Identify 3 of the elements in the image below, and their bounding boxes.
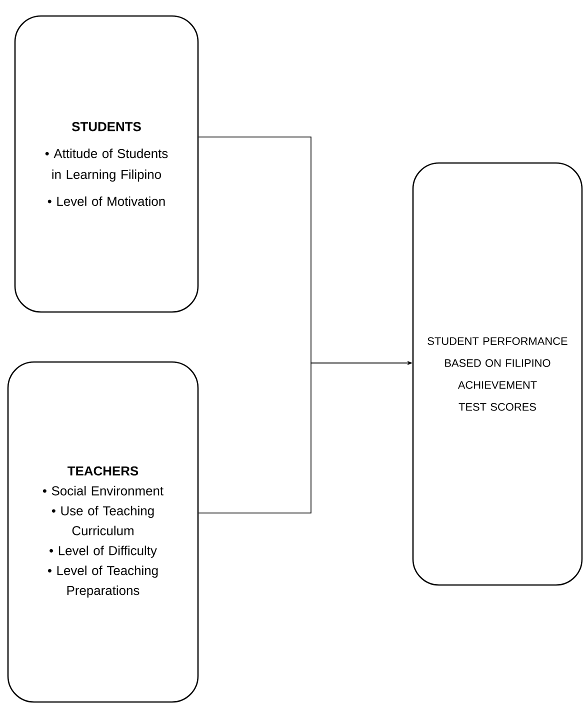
rounded-box: STUDENTS • Attitude of Students in Learning Filipino • Level of Motivation (14, 15, 199, 313)
rounded-box: STUDENT PERFORMANCE BASED ON FILIPINO ACHIEVEMENT TEST SCORES (412, 162, 583, 586)
rounded-box: TEACHERS • Social Environment • Use of Teaching Curriculum • Level of Difficulty • Level of Teaching Preparations (7, 361, 199, 703)
